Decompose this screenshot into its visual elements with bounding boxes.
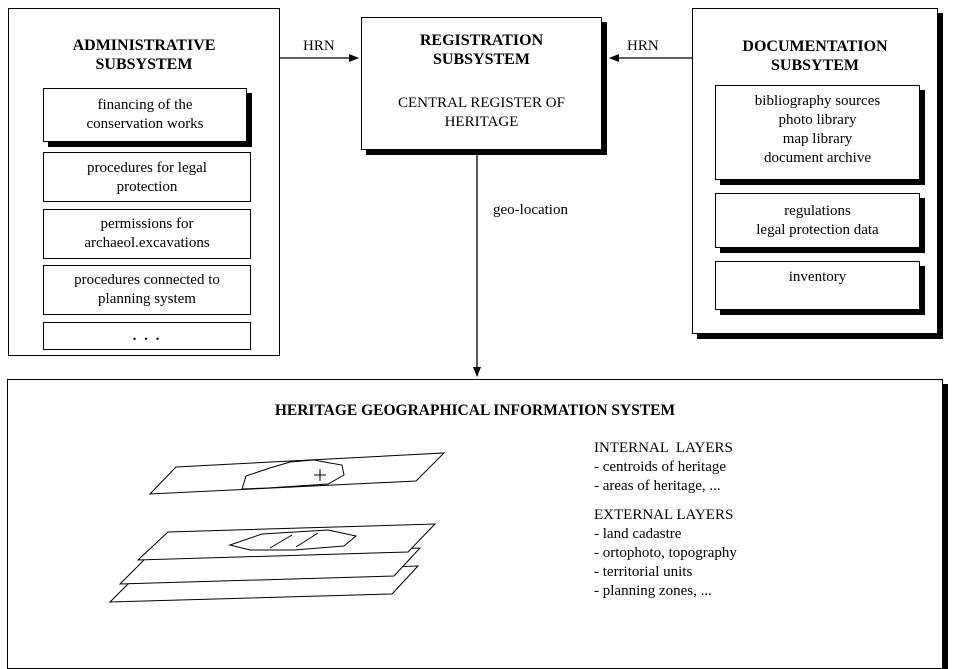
- doc-legal-protection-data: legal protection data: [756, 222, 879, 238]
- external-layer-planning: - planning zones, ...: [594, 583, 712, 599]
- internal-layers-heading: INTERNAL LAYERS: [594, 440, 733, 456]
- external-layer-cadastre: - land cadastre: [594, 526, 682, 542]
- doc-bibliography-sources: bibliography sources: [754, 93, 881, 109]
- documentation-subsystem-title: DOCUMENTATION SUBSYTEM: [693, 37, 937, 75]
- admin-item-financing-line2: conservation works: [86, 116, 204, 132]
- central-register-line1: CENTRAL REGISTER OF: [398, 95, 565, 111]
- doc-box-inventory: inventory: [715, 261, 920, 310]
- external-layer-ortophoto: - ortophoto, topography: [594, 545, 737, 561]
- administrative-title-line1: ADMINISTRATIVE: [72, 37, 216, 54]
- admin-item-ellipsis: . . .: [43, 322, 251, 350]
- admin-item-ellipsis-text: . . .: [132, 328, 162, 344]
- external-layer-territorial: - territorial units: [594, 564, 693, 580]
- admin-item-legal-protection-line1: procedures for legal: [87, 160, 207, 176]
- administrative-title-line2: SUBSYSTEM: [95, 56, 193, 73]
- internal-layer-centroids: - centroids of heritage: [594, 459, 727, 475]
- layer-area-shape: [228, 529, 358, 551]
- registration-title-line1: REGISTRATION: [419, 32, 544, 49]
- external-layers-heading: EXTERNAL LAYERS: [594, 507, 734, 523]
- doc-box-sources: bibliography sources photo library map l…: [715, 85, 920, 180]
- registration-subsystem: REGISTRATION SUBSYSTEM CENTRAL REGISTER …: [361, 17, 602, 150]
- doc-document-archive: document archive: [763, 150, 872, 166]
- internal-layer-areas: - areas of heritage, ...: [594, 478, 721, 494]
- admin-item-financing-line1: financing of the: [97, 97, 193, 113]
- geo-location-label: geo-location: [493, 202, 568, 218]
- registration-title-line2: SUBSYSTEM: [433, 51, 530, 68]
- administrative-subsystem-title: ADMINISTRATIVE SUBSYSTEM: [9, 36, 279, 74]
- admin-item-permissions: permissions for archaeol.excavations: [43, 209, 251, 259]
- documentation-title-line1: DOCUMENTATION: [742, 38, 888, 55]
- layer-centroid-shape: [241, 459, 345, 490]
- admin-item-planning-line1: procedures connected to: [74, 272, 220, 288]
- doc-map-library: map library: [782, 131, 853, 147]
- gis-layers-legend: INTERNAL LAYERS - centroids of heritage …: [594, 439, 834, 601]
- admin-item-permissions-line2: archaeol.excavations: [84, 235, 210, 251]
- administrative-subsystem: ADMINISTRATIVE SUBSYSTEM financing of th…: [8, 8, 280, 356]
- hrn-label-left: HRN: [303, 38, 335, 54]
- doc-inventory: inventory: [788, 269, 847, 285]
- documentation-subsystem: DOCUMENTATION SUBSYTEM bibliography sour…: [692, 8, 938, 334]
- admin-item-legal-protection-line2: protection: [116, 179, 178, 195]
- admin-item-planning: procedures connected to planning system: [43, 265, 251, 315]
- central-register-label: CENTRAL REGISTER OF HERITAGE: [362, 94, 601, 132]
- admin-item-financing: financing of the conservation works: [43, 88, 247, 142]
- registration-subsystem-title: REGISTRATION SUBSYSTEM: [362, 31, 601, 69]
- doc-box-regulations: regulations legal protection data: [715, 193, 920, 248]
- layers-illustration: [108, 452, 446, 603]
- admin-item-planning-line2: planning system: [98, 291, 196, 307]
- documentation-title-line2: SUBSYTEM: [770, 57, 860, 74]
- central-register-line2: HERITAGE: [444, 114, 519, 130]
- gis-title: HERITAGE GEOGRAPHICAL INFORMATION SYSTEM: [274, 402, 676, 419]
- heritage-gis-panel: HERITAGE GEOGRAPHICAL INFORMATION SYSTEM…: [7, 379, 943, 669]
- hrn-label-right: HRN: [627, 38, 659, 54]
- admin-item-legal-protection: procedures for legal protection: [43, 152, 251, 202]
- doc-regulations: regulations: [784, 203, 851, 219]
- admin-item-permissions-line1: permissions for: [100, 216, 194, 232]
- doc-photo-library: photo library: [778, 112, 857, 128]
